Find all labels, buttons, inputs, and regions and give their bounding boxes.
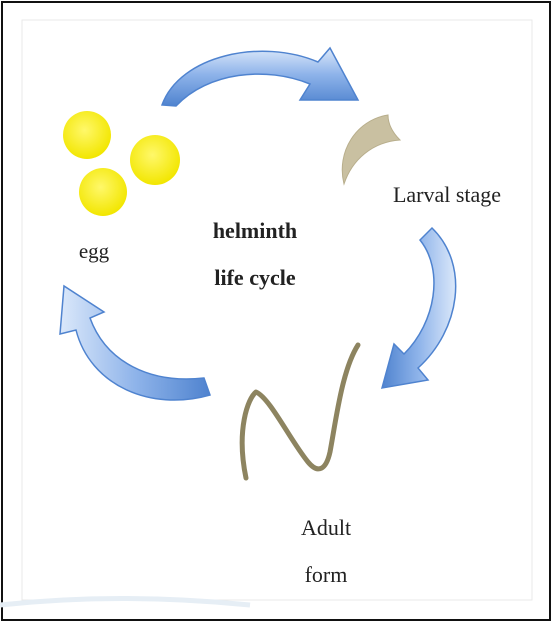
larval-stage-label: Larval stage: [393, 182, 501, 207]
center-title-line2: life cycle: [214, 265, 295, 290]
egg-label: egg: [79, 239, 110, 263]
adult-label-line2: form: [305, 562, 348, 587]
adult-worm-icon: [242, 345, 358, 478]
arrow-egg-to-larva: [162, 48, 358, 106]
arrow-adult-to-egg: [60, 286, 210, 400]
eggs-icon: [63, 111, 180, 216]
center-title-line1: helminth: [213, 218, 297, 243]
arrow-larva-to-adult: [382, 228, 456, 388]
bottom-swoosh: [0, 599, 250, 606]
adult-label-line1: Adult: [301, 515, 351, 540]
larva-icon: [342, 115, 400, 184]
